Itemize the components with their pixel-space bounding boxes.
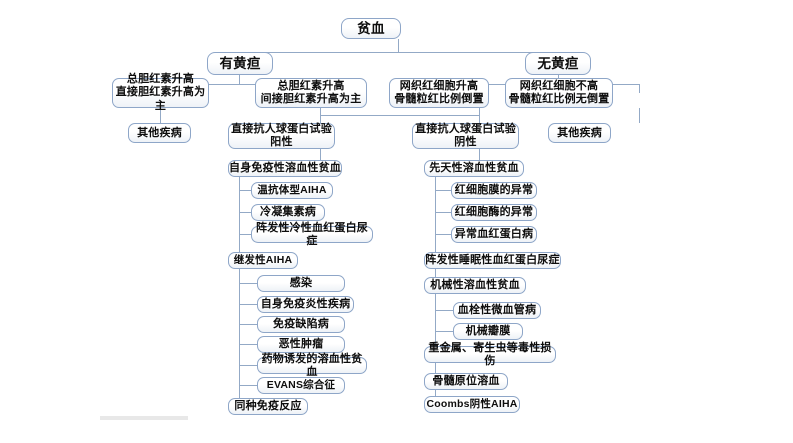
connector-left-stub-10 [239,385,257,386]
connector-box2-down [320,108,321,115]
connector-left-stub-2 [239,212,251,213]
node-marrow-in-situ-hemolysis[interactable]: 骨髓原位溶血 [424,373,508,390]
node-congenital-hemolytic-anemia[interactable]: 先天性溶血性贫血 [424,160,524,177]
connector-right-stub-6 [435,310,453,311]
node-other-diseases-left[interactable]: 其他疾病 [128,123,191,143]
node-total-bilirubin-direct[interactable]: 总胆红素升高 直接胆红素升高为主 [112,73,209,112]
connector-coombsneg-to-congenital [479,148,480,160]
node-abnormal-hemoglobinopathy[interactable]: 异常血红蛋白病 [451,226,537,243]
node-with-jaundice[interactable]: 有黄疸 [207,52,273,75]
connector-to-coombs-pos [320,115,321,123]
connector-left-stub-6 [239,304,257,305]
node-toxic-injury[interactable]: 重金属、寄生虫等毒性损伤 [424,342,556,367]
connector-right-stub-3 [435,234,451,235]
node-autoimmune-inflammatory-disease[interactable]: 自身免疫炎性疾病 [257,296,354,313]
connector-left-level3-bar [160,84,320,85]
connector-right-level3-b [639,84,640,93]
node-autoimmune-hemolytic-anemia[interactable]: 自身免疫性溶血性贫血 [228,160,342,177]
connector-box4-to-other [639,108,640,123]
connector-to-coombs-neg [479,115,480,123]
connector-left-stub-7 [239,324,257,325]
connector-left-spine [239,176,240,404]
connector-right-stub-2 [435,212,451,213]
node-coombs-positive[interactable]: 直接抗人球蛋白试验 阳性 [228,123,335,149]
connector-left-stub-9 [239,365,257,366]
connector-box3-down [479,108,480,115]
connector-left-stub-3 [239,234,251,235]
node-rbc-membrane-abnormality[interactable]: 红细胞膜的异常 [451,182,537,199]
connector-right-stub-7 [435,331,453,332]
connector-left-stub-5 [239,283,257,284]
connector-right-stub-1 [435,190,451,191]
node-evans-syndrome[interactable]: EVANS综合征 [257,377,345,394]
node-infection[interactable]: 感染 [257,275,345,292]
node-mechanical-hemolytic-anemia[interactable]: 机械性溶血性贫血 [424,277,526,294]
connector-left-level2-stem [239,75,240,84]
node-mechanical-valve[interactable]: 机械瓣膜 [453,323,523,340]
node-reticulocyte-high[interactable]: 网织红细胞升高 骨髓粒红比例倒置 [389,78,489,108]
node-coombs-negative[interactable]: 直接抗人球蛋白试验 阴性 [412,123,519,149]
node-cold-agglutinin-disease[interactable]: 冷凝集素病 [251,204,325,221]
connector-box1-to-other [160,108,161,123]
connector-coombspos-to-aiha [320,148,321,160]
node-other-diseases-right[interactable]: 其他疾病 [548,123,611,143]
node-alloimmune-reaction[interactable]: 同种免疫反应 [228,398,308,415]
node-pnh[interactable]: 阵发性睡眠性血红蛋白尿症 [424,252,561,269]
connector-root-horizontal [239,52,559,53]
node-coombs-negative-aiha[interactable]: Coombs阴性AIHA [424,396,520,413]
node-without-jaundice[interactable]: 无黄疸 [525,52,591,75]
node-total-bilirubin-indirect[interactable]: 总胆红素升高 间接胆红素升高为主 [255,78,367,108]
connector-coombs-bar [320,115,479,116]
node-drug-induced-hemolytic-anemia[interactable]: 药物诱发的溶血性贫血 [257,353,367,378]
node-malignant-tumor[interactable]: 恶性肿瘤 [257,336,345,353]
node-paroxysmal-cold-hemoglobinuria[interactable]: 阵发性冷性血红蛋白尿症 [251,222,373,247]
node-thrombotic-microangiopathy[interactable]: 血栓性微血管病 [453,302,541,319]
node-reticulocyte-normal[interactable]: 网织红细胞不高 骨髓粒红比例无倒置 [505,78,613,108]
slide-artifact-bar [100,416,188,420]
connector-left-stub-8 [239,344,257,345]
node-rbc-enzyme-abnormality[interactable]: 红细胞酶的异常 [451,204,537,221]
node-immunodeficiency-disease[interactable]: 免疫缺陷病 [257,316,345,333]
connector-left-stub-1 [239,190,251,191]
node-secondary-aiha[interactable]: 继发性AIHA [228,252,298,269]
connector-root-stem [398,39,399,52]
node-warm-antibody-aiha[interactable]: 温抗体型AIHA [251,182,333,199]
node-root-anemia[interactable]: 贫血 [341,18,401,39]
